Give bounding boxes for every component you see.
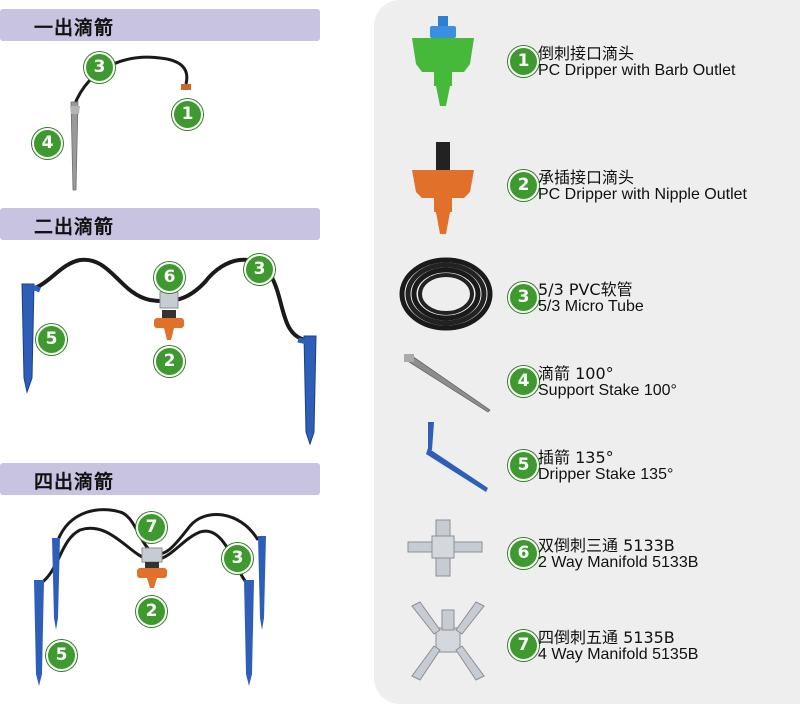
badge-4: 4: [32, 128, 63, 159]
part-name-cn: 四倒刺五通 5135B: [538, 628, 675, 647]
dripper-stake-left: [21, 283, 35, 394]
badge-4: 4: [508, 366, 539, 397]
stake-arm-left: [29, 283, 41, 293]
part-name-en: Support Stake 100°: [538, 382, 677, 399]
part-name-cn: 滴箭 100°: [538, 364, 614, 383]
part-name-en: 4 Way Manifold 5135B: [538, 646, 699, 663]
badge-2: 2: [508, 170, 539, 201]
part-name-en: 2 Way Manifold 5133B: [538, 554, 699, 571]
badge-7: 7: [508, 630, 539, 661]
badge-3: 3: [244, 254, 275, 285]
orange-dripper-icon: [412, 142, 474, 234]
dripper-stake-4: [244, 580, 254, 686]
section-title: 二出滴箭: [34, 216, 115, 238]
part-name-cn: 承插接口滴头: [538, 168, 635, 187]
badge-2: 2: [136, 596, 167, 627]
section-banner-quad: 四出滴箭: [0, 463, 320, 495]
dripper-stake-right: [303, 335, 317, 446]
dripper-body: [154, 318, 184, 328]
dripper-stake-1: [52, 538, 60, 630]
dripper-cap: [162, 310, 176, 318]
dripper-stake-icon: [426, 422, 488, 492]
badge-7: 7: [136, 512, 167, 543]
section-banner-double: 二出滴箭: [0, 208, 320, 240]
part-item-1: 1 倒刺接口滴头 PC Dripper with Barb Outlet: [374, 14, 800, 114]
dripper-body: [137, 568, 167, 578]
manifold: [159, 291, 179, 309]
support-stake: [70, 101, 79, 191]
stake-arm-right: [297, 337, 309, 345]
two-outlet-assembly-diagram: [21, 257, 317, 446]
part-name-cn: 倒刺接口滴头: [538, 44, 635, 63]
part-item-7: 7 四倒刺五通 5135B 4 Way Manifold 5135B: [374, 600, 800, 690]
dripper-stake-3: [258, 536, 266, 630]
dripper-outlet: [164, 328, 174, 340]
part-item-6: 6 双倒刺三通 5133B 2 Way Manifold 5133B: [374, 516, 800, 586]
badge-5: 5: [508, 450, 539, 481]
part-item-5: 5 插箭 135° Dripper Stake 135°: [374, 420, 800, 500]
section-title: 一出滴箭: [34, 17, 115, 39]
badge-2: 2: [154, 346, 185, 377]
badge-3: 3: [222, 543, 253, 574]
badge-1: 1: [172, 99, 203, 130]
two-way-manifold-icon: [407, 519, 483, 577]
single-outlet-assembly-diagram: [70, 55, 191, 191]
manifold: [141, 547, 163, 563]
four-outlet-assembly-diagram: [34, 508, 266, 686]
part-name-en: Dripper Stake 135°: [538, 466, 674, 483]
micro-tube: [29, 257, 306, 342]
badge-1: 1: [508, 46, 539, 77]
badge-3: 3: [508, 282, 539, 313]
part-item-3: 3 5/3 PVC软管 5/3 Micro Tube: [374, 256, 800, 336]
dripper-outlet: [147, 578, 157, 588]
dripper-cap: [145, 562, 159, 569]
part-item-2: 2 承插接口滴头 PC Dripper with Nipple Outlet: [374, 140, 800, 240]
support-stake-icon: [404, 354, 491, 413]
badge-3: 3: [84, 52, 115, 83]
section-banner-single: 一出滴箭: [0, 9, 320, 41]
part-name-cn: 双倒刺三通 5133B: [538, 536, 675, 555]
badge-5: 5: [36, 324, 67, 355]
part-item-4: 4 滴箭 100° Support Stake 100°: [374, 346, 800, 426]
part-name-cn: 插箭 135°: [538, 448, 614, 467]
badge-6: 6: [508, 538, 539, 569]
stake-head: [70, 106, 80, 114]
dripper-stake-2: [34, 580, 44, 686]
part-name-cn: 5/3 PVC软管: [538, 280, 633, 299]
badge-6: 6: [154, 262, 185, 293]
badge-5: 5: [46, 640, 77, 671]
four-way-manifold-icon: [411, 601, 485, 681]
part-name-en: PC Dripper with Nipple Outlet: [538, 186, 747, 203]
parts-legend-panel: 1 倒刺接口滴头 PC Dripper with Barb Outlet 2 承…: [374, 0, 800, 704]
section-title: 四出滴箭: [34, 471, 115, 493]
dripper-small: [181, 84, 191, 90]
part-name-en: 5/3 Micro Tube: [538, 298, 644, 315]
tube-coil-icon: [399, 257, 493, 331]
part-name-en: PC Dripper with Barb Outlet: [538, 62, 736, 79]
green-dripper-icon: [412, 16, 474, 106]
